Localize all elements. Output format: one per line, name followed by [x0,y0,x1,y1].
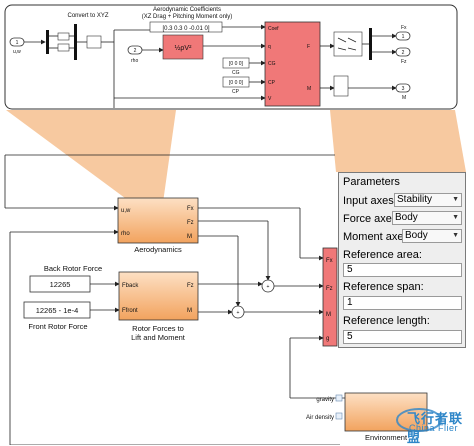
six-dof-block[interactable] [322,247,338,347]
input-axes-select[interactable]: Stability ▼ [394,193,462,207]
input-axes-label: Input axes: [343,195,397,207]
zoom-connector-right [330,110,466,172]
aero-coef-subtitle: (XZ Drag + Pitching Moment only) [142,14,233,20]
selector-block[interactable] [333,31,363,57]
force-axes-value: Body [395,212,418,223]
dropdown-arrow-icon: ▼ [452,196,459,203]
convert-block-2[interactable] [57,43,70,52]
outport-1-number: 1 [402,34,405,40]
parameters-dialog: Parameters Input axes: Stability ▼ Force… [338,172,466,348]
rotor-port-fback: Fback [122,283,139,289]
port-v: V [268,96,272,102]
aero-port-uw: u,w [121,208,131,214]
rotor-port-fz: Fz [187,283,194,289]
port-cp: CP [268,80,276,86]
port-coef: Coef [268,26,279,32]
watermark-line1: 飞行者联盟 [407,411,464,445]
force-axes-label: Force axes: [343,213,401,225]
cp-label: CP [232,89,240,95]
aero-port-rho: rho [121,231,130,237]
moment-selector-block[interactable] [333,75,349,97]
back-rotor-value: 12265 [50,280,71,289]
port-m: M [307,86,311,92]
rotor-port-ffront: Ffront [122,308,138,314]
dynamic-pressure-block[interactable] [162,34,204,60]
dropdown-arrow-icon: ▼ [452,232,459,239]
watermark-line2: China Flier [409,423,459,433]
gain-block[interactable] [86,35,102,49]
six-dof-port-g: g [326,336,329,342]
cg-value: [0 0 0] [229,61,244,67]
aero-forces-block[interactable] [264,21,321,107]
ref-span-input[interactable]: 1 [343,296,462,310]
aerodynamics-label: Aerodynamics [134,245,182,254]
outport-1-block[interactable] [395,31,411,41]
environment-block[interactable] [344,392,428,432]
dynamic-pressure-formula: ½ρV² [175,44,192,52]
env-air-density-label: Air density [306,415,334,421]
detail-subsystem-panel [4,4,458,110]
env-port-marker-1 [335,394,343,402]
inport-1-number: 1 [16,40,19,46]
front-rotor-value: 12265 - 1e-4 [36,306,79,315]
watermark-logo: 飞行者联盟 China Flier [395,405,471,445]
input-axes-value: Stability [397,194,433,205]
env-port-marker-2 [335,412,343,420]
rotor-port-m: M [187,308,192,314]
outport-3-name: M [402,95,406,101]
port-cg: CG [268,61,276,67]
dropdown-arrow-icon: ▼ [452,214,459,221]
six-dof-port-fz: Fz [326,286,333,292]
env-gravity-label: gravity [316,397,334,403]
outport-3-number: 3 [402,86,405,92]
parameters-title: Parameters [343,176,400,188]
mux-bar-1[interactable] [74,24,77,60]
six-dof-port-fx: Fx [326,258,333,264]
ref-span-label: Reference span: [343,281,424,293]
ref-length-label: Reference length: [343,315,430,327]
rotor-forces-block[interactable] [118,271,199,321]
coef-vector-value: [0.3 0.3 0 -0.01 0] [162,26,209,32]
front-rotor-force-label: Front Rotor Force [28,322,87,331]
moment-axes-select[interactable]: Body ▼ [402,229,462,243]
environment-label: Environment [365,433,408,442]
convert-block-1[interactable] [57,32,70,41]
sum-m-sign: + [237,310,240,316]
convert-to-xyz-label: Convert to XYZ [67,13,108,19]
sum-fz-sign: + [267,284,270,290]
rotor-block-label-1: Rotor Forces to [132,324,184,333]
outport-2-number: 2 [402,50,405,56]
inport-2-name: rho [131,58,138,64]
aerodynamics-block[interactable] [117,197,199,244]
aero-port-fx: Fx [187,206,194,212]
outport-2-name: Fz [401,59,407,65]
cp-value: [0 0 0] [229,80,244,86]
back-rotor-force-label: Back Rotor Force [44,264,102,273]
six-dof-port-m: M [326,312,331,318]
ref-length-input[interactable]: 5 [343,330,462,344]
aero-port-fz: Fz [187,220,194,226]
ref-area-input[interactable]: 5 [343,263,462,277]
inport-2-number: 2 [134,48,137,54]
moment-axes-value: Body [405,230,428,241]
rotor-block-label-2: Lift and Moment [131,333,186,342]
port-q: q [268,44,271,50]
aero-port-m: M [187,234,192,240]
aero-coef-title: Aerodynamic Coefficients [153,7,221,13]
outport-3-block[interactable] [395,83,411,93]
moment-axes-label: Moment axes: [343,231,413,243]
demux-bar-2[interactable] [369,28,372,60]
outport-1-name: Fx [401,25,407,31]
cg-label: CG [232,70,240,76]
zoom-connector-left [6,110,176,224]
outport-2-block[interactable] [395,47,411,57]
force-axes-select[interactable]: Body ▼ [392,211,462,225]
ref-area-label: Reference area: [343,249,422,261]
port-f: F [307,44,310,50]
inport-1-name: u,w [13,49,21,55]
demux-bar-1[interactable] [46,30,49,54]
